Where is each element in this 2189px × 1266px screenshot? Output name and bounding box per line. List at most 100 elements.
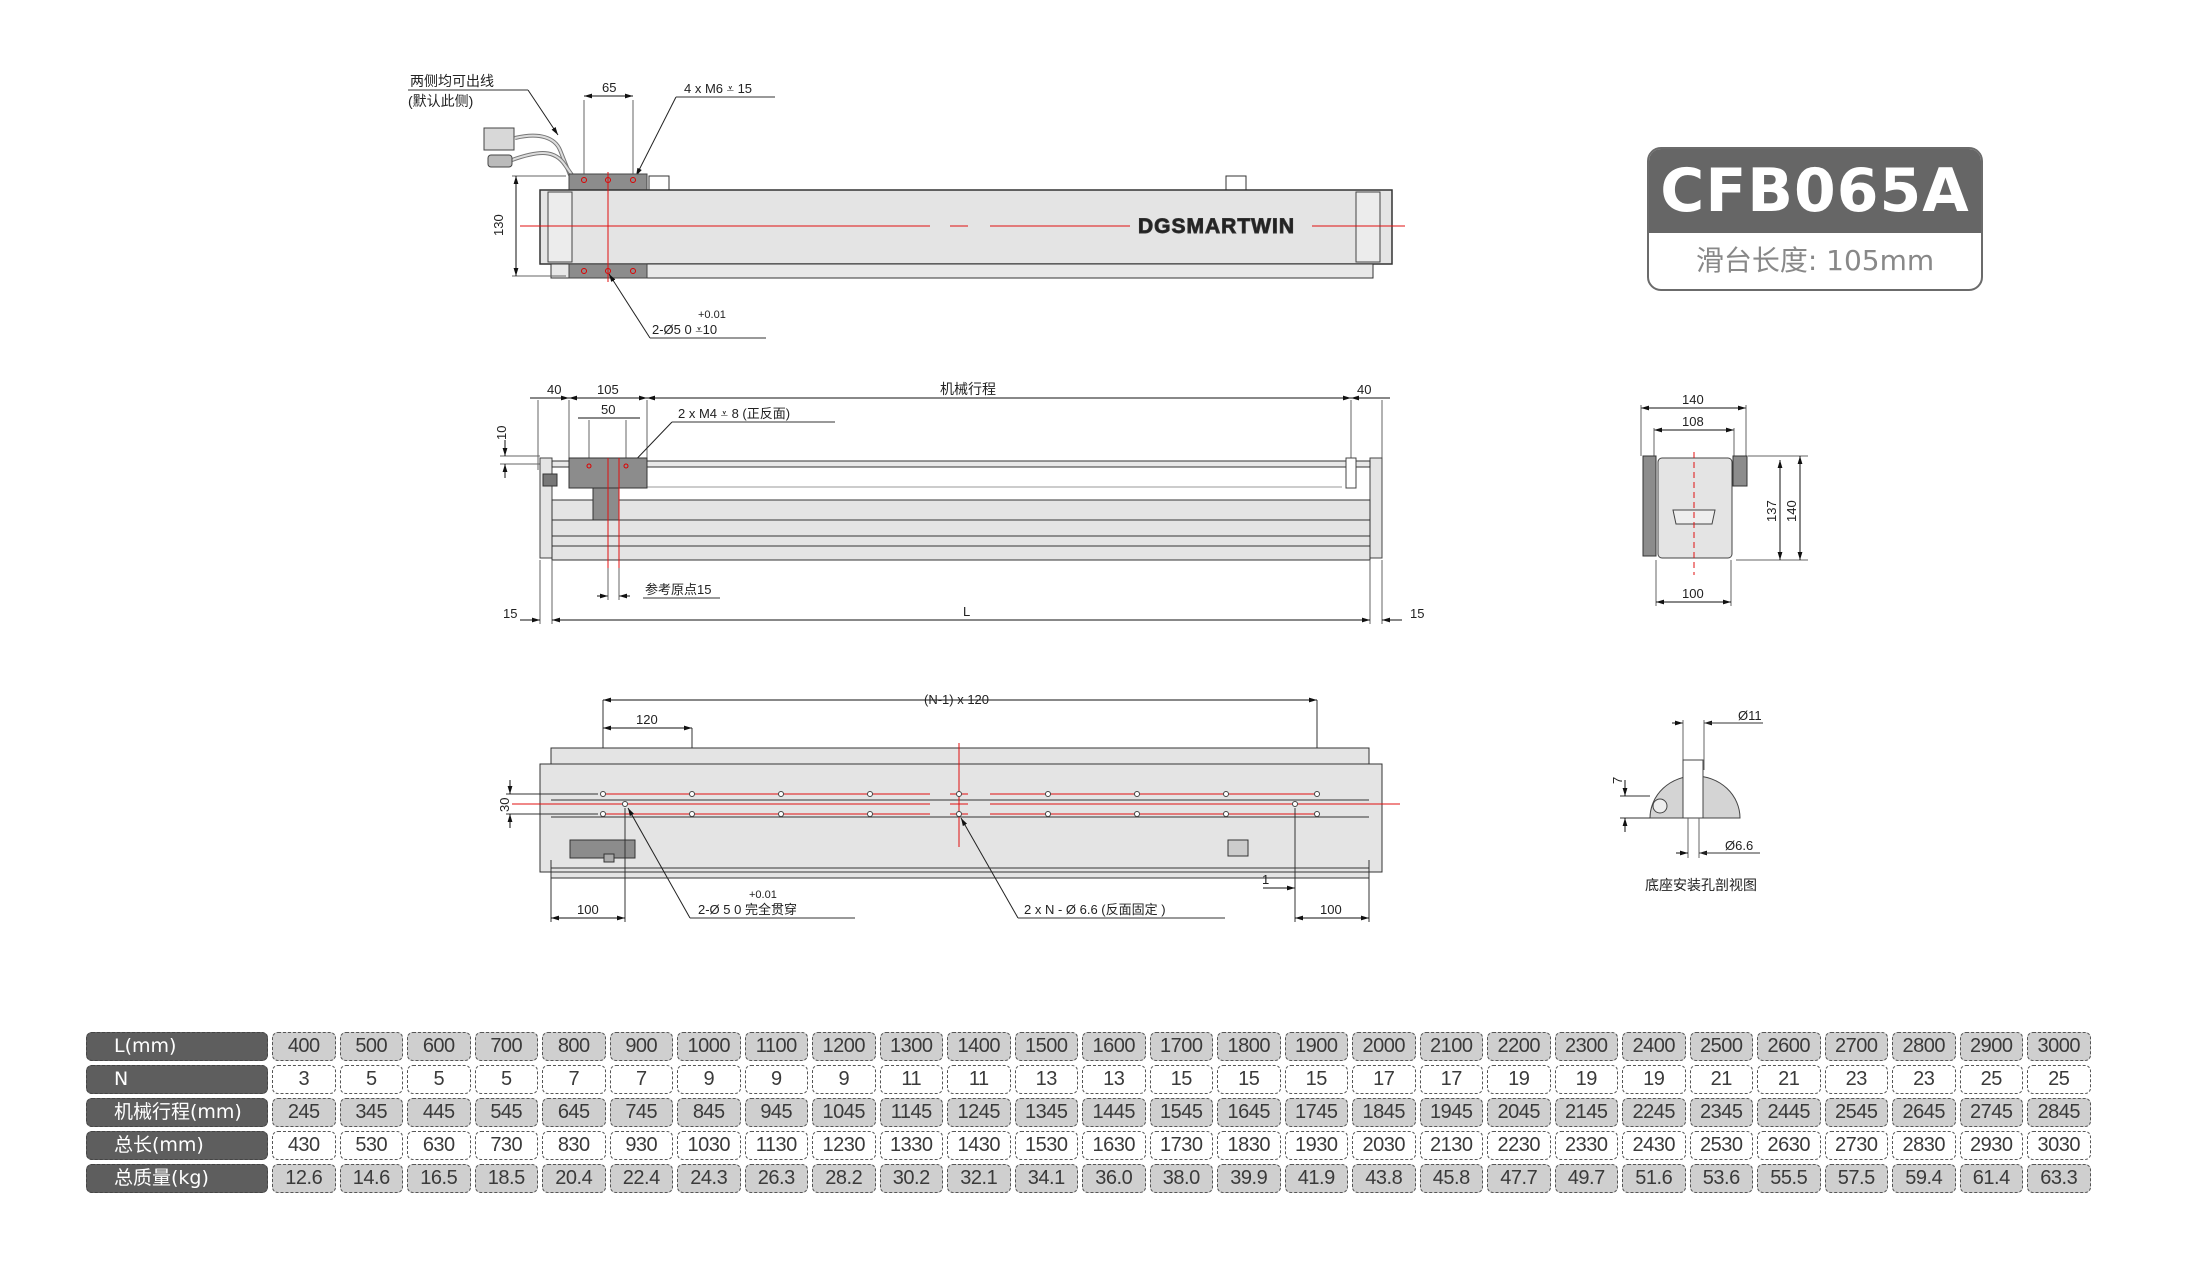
table-cell: 24.3: [677, 1164, 741, 1193]
table-cell: 13: [1014, 1065, 1078, 1094]
table-cell: 1130: [744, 1131, 808, 1160]
table-cell: 1930: [1284, 1131, 1348, 1160]
engineering-drawing: 两侧均可出线 (默认此侧) 65 4 x M6 ⩡ 15: [408, 73, 1808, 922]
table-cell: 23: [1824, 1065, 1888, 1094]
table-cell: 7: [609, 1065, 673, 1094]
table-cell: 2200: [1487, 1032, 1551, 1061]
model-name: CFB065A: [1649, 149, 1981, 233]
table-cell: 53.6: [1689, 1164, 1753, 1193]
table-cell: 21: [1757, 1065, 1821, 1094]
pin-tolerance: +0.01: [698, 309, 726, 321]
dim-15-right: 15: [1410, 606, 1424, 621]
dim-140-height: 140: [1784, 500, 1799, 522]
table-cell: 700: [474, 1032, 538, 1061]
table-cell: 9: [744, 1065, 808, 1094]
table-cell: 43.8: [1352, 1164, 1416, 1193]
table-cell: 5: [339, 1065, 403, 1094]
table-cell: 1845: [1352, 1098, 1416, 1127]
table-cell: 2630: [1757, 1131, 1821, 1160]
table-cell: 2345: [1689, 1098, 1753, 1127]
table-cell: 2430: [1622, 1131, 1686, 1160]
dim-105: 105: [597, 382, 619, 397]
dim-L: L: [963, 604, 970, 619]
m6-hole-note: 4 x M6 ⩡ 15: [684, 81, 752, 96]
table-cell: 11: [879, 1065, 943, 1094]
table-cell: 1500: [1014, 1032, 1078, 1061]
table-cell: 2300: [1554, 1032, 1618, 1061]
dim-7: 7: [1610, 777, 1625, 784]
table-cell: 2745: [1959, 1098, 2023, 1127]
table-cell: 1645: [1217, 1098, 1281, 1127]
table-cell: 15: [1284, 1065, 1348, 1094]
db-connector-icon: [483, 127, 515, 151]
table-cell: 430: [272, 1131, 336, 1160]
table-cell: 800: [542, 1032, 606, 1061]
row-header: L(mm): [86, 1032, 268, 1061]
table-cell: 500: [339, 1032, 403, 1061]
table-cell: 7: [542, 1065, 606, 1094]
table-cell: 21: [1689, 1065, 1753, 1094]
row-header: N: [86, 1065, 268, 1094]
pin-tolerance-bottom: +0.01: [749, 889, 777, 901]
dim-65: 65: [602, 80, 616, 95]
table-cell: 2730: [1824, 1131, 1888, 1160]
table-cell: 2445: [1757, 1098, 1821, 1127]
cable-note-line2: (默认此侧): [408, 93, 473, 109]
table-cell: 26.3: [744, 1164, 808, 1193]
table-cell: 1830: [1217, 1131, 1281, 1160]
table-cell: 1730: [1149, 1131, 1213, 1160]
table-cell: 3030: [2027, 1131, 2091, 1160]
m4-hole-note: 2 x M4 ⩡ 8 (正反面): [678, 406, 790, 421]
row-header: 总质量(kg): [86, 1164, 268, 1193]
table-cell: 55.5: [1757, 1164, 1821, 1193]
table-cell: 25: [1959, 1065, 2023, 1094]
table-cell: 345: [339, 1098, 403, 1127]
table-cell: 9: [812, 1065, 876, 1094]
brand-logo: DGSMARTWIN: [1138, 215, 1295, 238]
table-cell: 5: [474, 1065, 538, 1094]
table-cell: 1300: [879, 1032, 943, 1061]
table-cell: 2600: [1757, 1032, 1821, 1061]
table-cell: 645: [542, 1098, 606, 1127]
table-cell: 59.4: [1892, 1164, 1956, 1193]
table-cell: 2245: [1622, 1098, 1686, 1127]
table-cell: 1230: [812, 1131, 876, 1160]
table-cell: 545: [474, 1098, 538, 1127]
table-cell: 400: [272, 1032, 336, 1061]
table-cell: 1600: [1082, 1032, 1146, 1061]
dim-108: 108: [1682, 414, 1704, 429]
table-cell: 1445: [1082, 1098, 1146, 1127]
table-cell: 41.9: [1284, 1164, 1348, 1193]
table-cell: 900: [609, 1032, 673, 1061]
cable-note-line1: 两侧均可出线: [410, 73, 494, 89]
round-connector-icon: [487, 154, 513, 168]
dim-40-left: 40: [547, 382, 561, 397]
table-cell: 2000: [1352, 1032, 1416, 1061]
table-cell: 1245: [947, 1098, 1011, 1127]
dim-137: 137: [1764, 500, 1779, 522]
model-badge: CFB065A 滑台长度: 105mm: [1647, 147, 1983, 291]
mount-hole-note: 2 x N - Ø 6.6 (反面固定 ): [1024, 902, 1166, 917]
table-cell: 2700: [1824, 1032, 1888, 1061]
table-cell: 2100: [1419, 1032, 1483, 1061]
table-cell: 12.6: [272, 1164, 336, 1193]
table-cell: 13: [1082, 1065, 1146, 1094]
table-cell: 22.4: [609, 1164, 673, 1193]
table-cell: 2330: [1554, 1131, 1618, 1160]
dim-d66: Ø6.6: [1725, 838, 1753, 853]
dim-10: 10: [494, 426, 509, 440]
table-cell: 1430: [947, 1131, 1011, 1160]
table-cell: 2145: [1554, 1098, 1618, 1127]
table-cell: 2830: [1892, 1131, 1956, 1160]
table-cell: 39.9: [1217, 1164, 1281, 1193]
table-cell: 28.2: [812, 1164, 876, 1193]
dim-140-width: 140: [1682, 392, 1704, 407]
table-cell: 47.7: [1487, 1164, 1551, 1193]
table-cell: 530: [339, 1131, 403, 1160]
dim-100-right: 100: [1320, 902, 1342, 917]
side-view: 40 105 机械行程 40 50 2 x M4 ⩡ 8 (正反面) 10: [494, 381, 1424, 624]
table-cell: 11: [947, 1065, 1011, 1094]
